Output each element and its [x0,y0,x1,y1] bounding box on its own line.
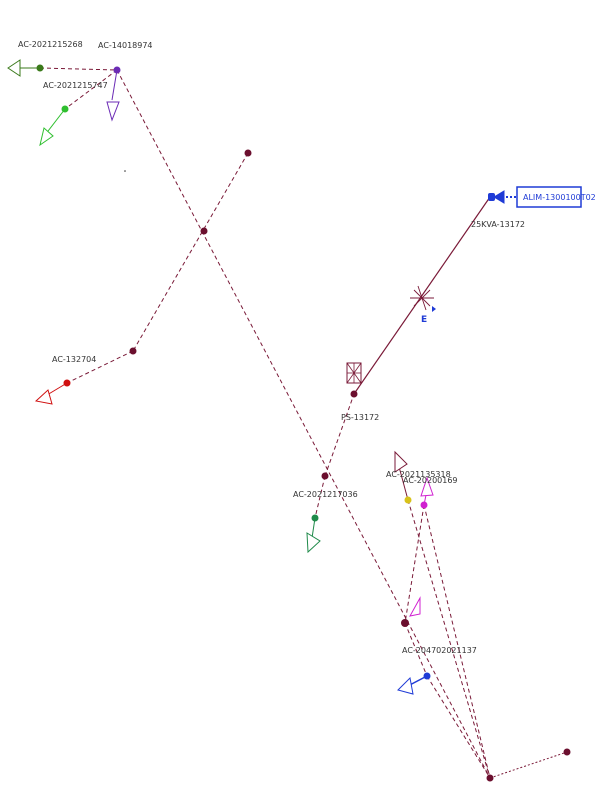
node[interactable] [129,347,137,355]
arrow-heads [7,59,505,695]
label-25kva-13172: 25KVA-13172 [471,220,525,229]
line-ps-to-transformer [353,196,491,395]
node[interactable] [200,227,208,235]
node[interactable] [563,748,571,756]
substation-icon[interactable] [346,362,362,384]
arrow-head-icon [493,190,505,204]
label-ac-2021217036: AC-2021217036 [293,490,358,499]
line-cross-upper [132,152,249,352]
node[interactable] [486,774,494,782]
label-e-marker: E [421,315,427,325]
arrow-head-icon [39,127,54,147]
label-ac-132704: AC-132704 [52,355,96,364]
line-lower-b [404,504,425,624]
node[interactable] [420,501,428,509]
node[interactable] [423,672,431,680]
arrow-head-icon [420,476,434,497]
arrow-head-icon [7,59,21,77]
nodes [36,64,571,782]
node[interactable] [488,193,495,201]
line-lower-d [426,675,491,779]
label-ac-2021215268: AC-2021215268 [18,40,83,49]
node[interactable] [36,64,44,72]
node[interactable] [63,379,71,387]
line-lower-e [423,504,491,779]
line-bottom-right [489,751,568,779]
node[interactable] [401,619,409,627]
line-purple-spur [111,69,118,101]
line-to-ps13172 [324,393,355,477]
label-ac-204702021137: AC-204702021137 [402,646,477,655]
line-lower-c [404,622,428,677]
line-to-ac132704 [66,350,134,384]
label-ps-13172: PS-13172 [341,413,379,422]
dot [124,170,126,172]
arrow-head-icon [34,389,53,405]
labels: AC-2021215268 AC-14018974 AC-2021215747 … [18,40,596,655]
line-a2-a3 [64,69,118,110]
node[interactable] [244,149,252,157]
arrow-head-icon [409,596,421,617]
line-to-ac2021217036 [314,475,326,519]
line-main-trunk [116,69,491,779]
node[interactable] [321,472,329,480]
label-ac-2021135318: AC-2021135318 [386,470,451,479]
arrow-head-icon [397,676,414,695]
arrow-head-icon [394,450,408,473]
arrow-head-icon [432,306,436,312]
transformer-icon[interactable] [410,285,434,311]
label-ac-20200169: AC-20200169 [403,476,458,485]
network-lines [39,67,568,779]
label-alim: ALIM-1300100T02 [523,193,596,202]
node[interactable] [61,105,69,113]
line-lower-a [407,499,491,779]
line-a1-a2 [39,67,118,71]
node[interactable] [350,390,358,398]
node[interactable] [311,514,319,522]
node[interactable] [113,66,121,74]
node[interactable] [404,496,412,504]
alim-box[interactable] [516,186,582,208]
line-green-spur-2 [44,108,66,136]
arrow-head-icon [106,101,120,122]
label-ac-2021215747: AC-2021215747 [43,81,108,90]
arrow-head-icon [306,532,321,554]
label-ac-14018974: AC-14018974 [98,41,153,50]
